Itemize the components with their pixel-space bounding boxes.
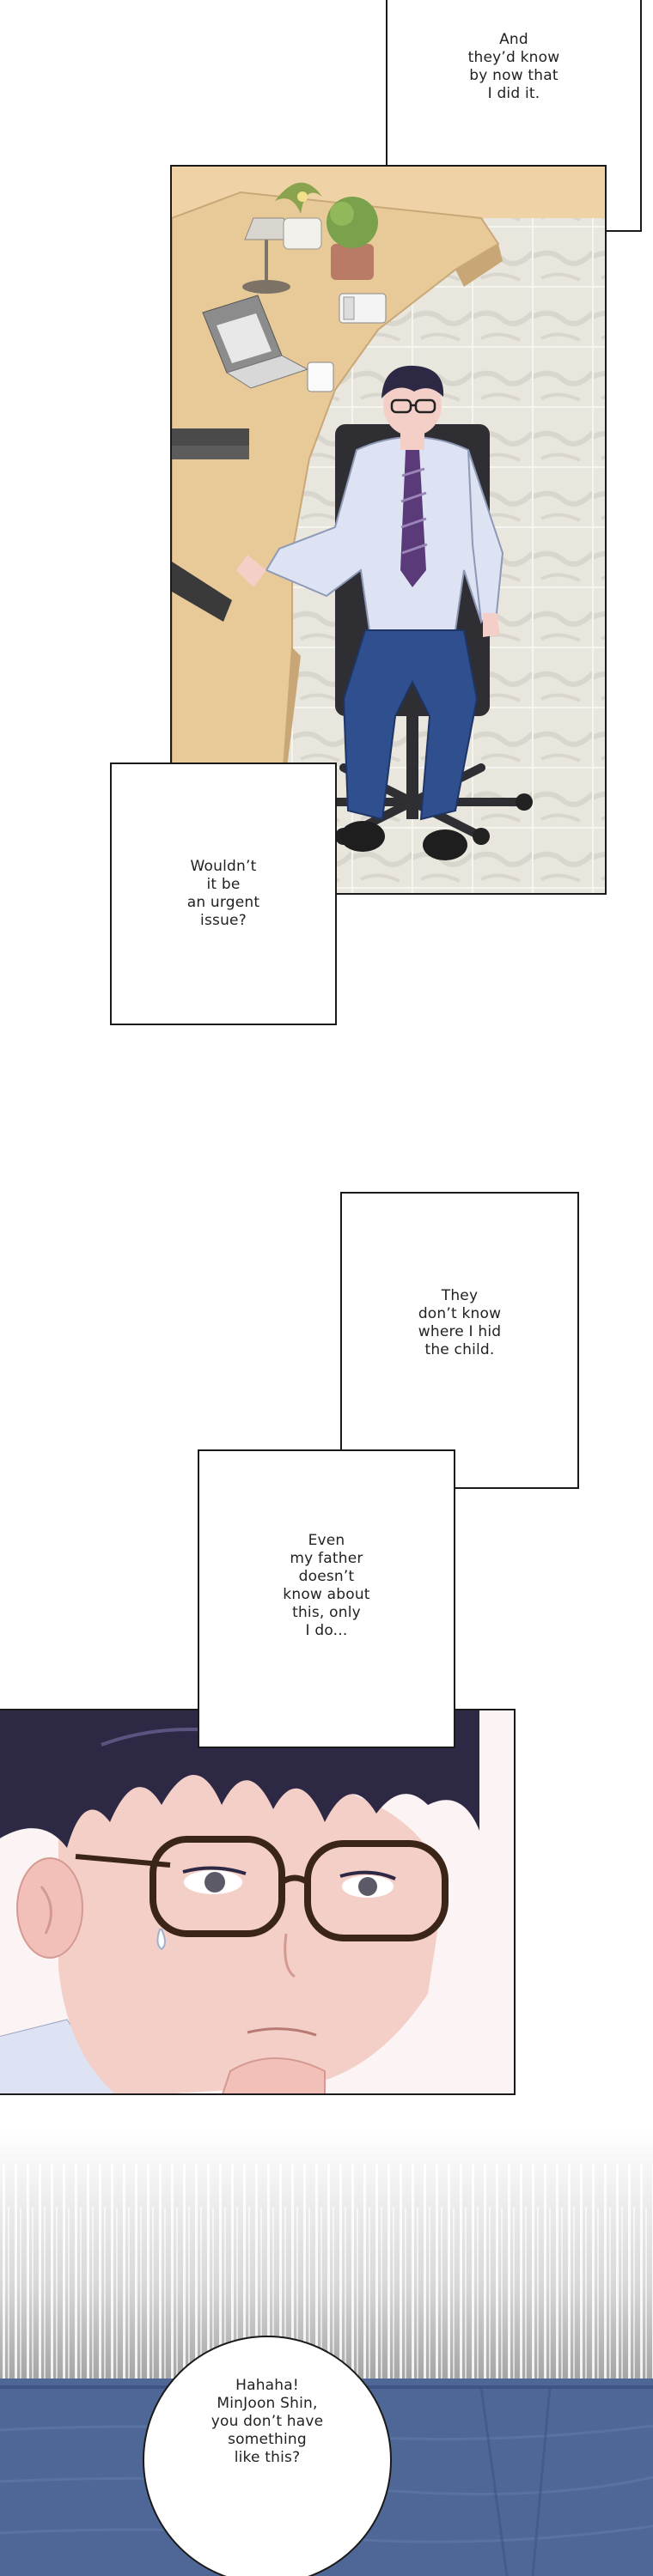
caption-text-top: And they’d know by now that I did it. <box>467 31 560 102</box>
face-closeup-panel <box>0 1709 516 2095</box>
caption-text-urgent: Wouldn’t it be an urgent issue? <box>186 858 260 929</box>
speech-bubble: Hahaha! MinJoon Shin, you don’t have som… <box>143 2336 392 2576</box>
speech-bubble-text: Hahaha! MinJoon Shin, you don’t have som… <box>211 2376 324 2466</box>
caption-box-hid-child: They don’t know where I hid the child. <box>340 1192 579 1489</box>
caption-text-father: Even my father doesn’t know about this, … <box>283 1532 370 1639</box>
caption-box-urgent: Wouldn’t it be an urgent issue? <box>110 762 337 1025</box>
caption-text-hid-child: They don’t know where I hid the child. <box>418 1287 502 1358</box>
caption-box-father: Even my father doesn’t know about this, … <box>198 1449 455 1748</box>
face-closeup-illustration <box>0 1710 514 2093</box>
